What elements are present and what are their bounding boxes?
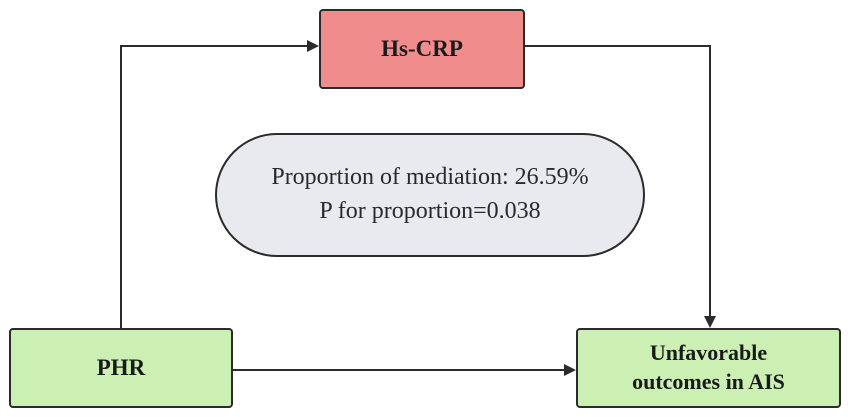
p-for-proportion-text: P for proportion=0.038	[319, 198, 541, 224]
proportion-of-mediation-text: Proportion of mediation: 26.59%	[271, 164, 589, 191]
exposure-label: PHR	[96, 354, 146, 380]
mediator-node-hscrp: Hs-CRP	[319, 9, 525, 89]
outcome-node: Unfavorable outcomes in AIS	[576, 328, 841, 408]
edge-hscrp-to-outcome	[525, 45, 716, 328]
outcome-label: Unfavorable outcomes in AIS	[632, 339, 785, 396]
exposure-node-phr: PHR	[9, 328, 233, 408]
edge-phr-to-hscrp	[120, 40, 319, 328]
mediator-label: Hs-CRP	[381, 35, 463, 61]
outcome-label-line1: Unfavorable	[649, 340, 768, 366]
mediation-summary-box: Proportion of mediation: 26.59% P for pr…	[215, 133, 645, 257]
outcome-label-line2: outcomes in AIS	[632, 369, 785, 394]
